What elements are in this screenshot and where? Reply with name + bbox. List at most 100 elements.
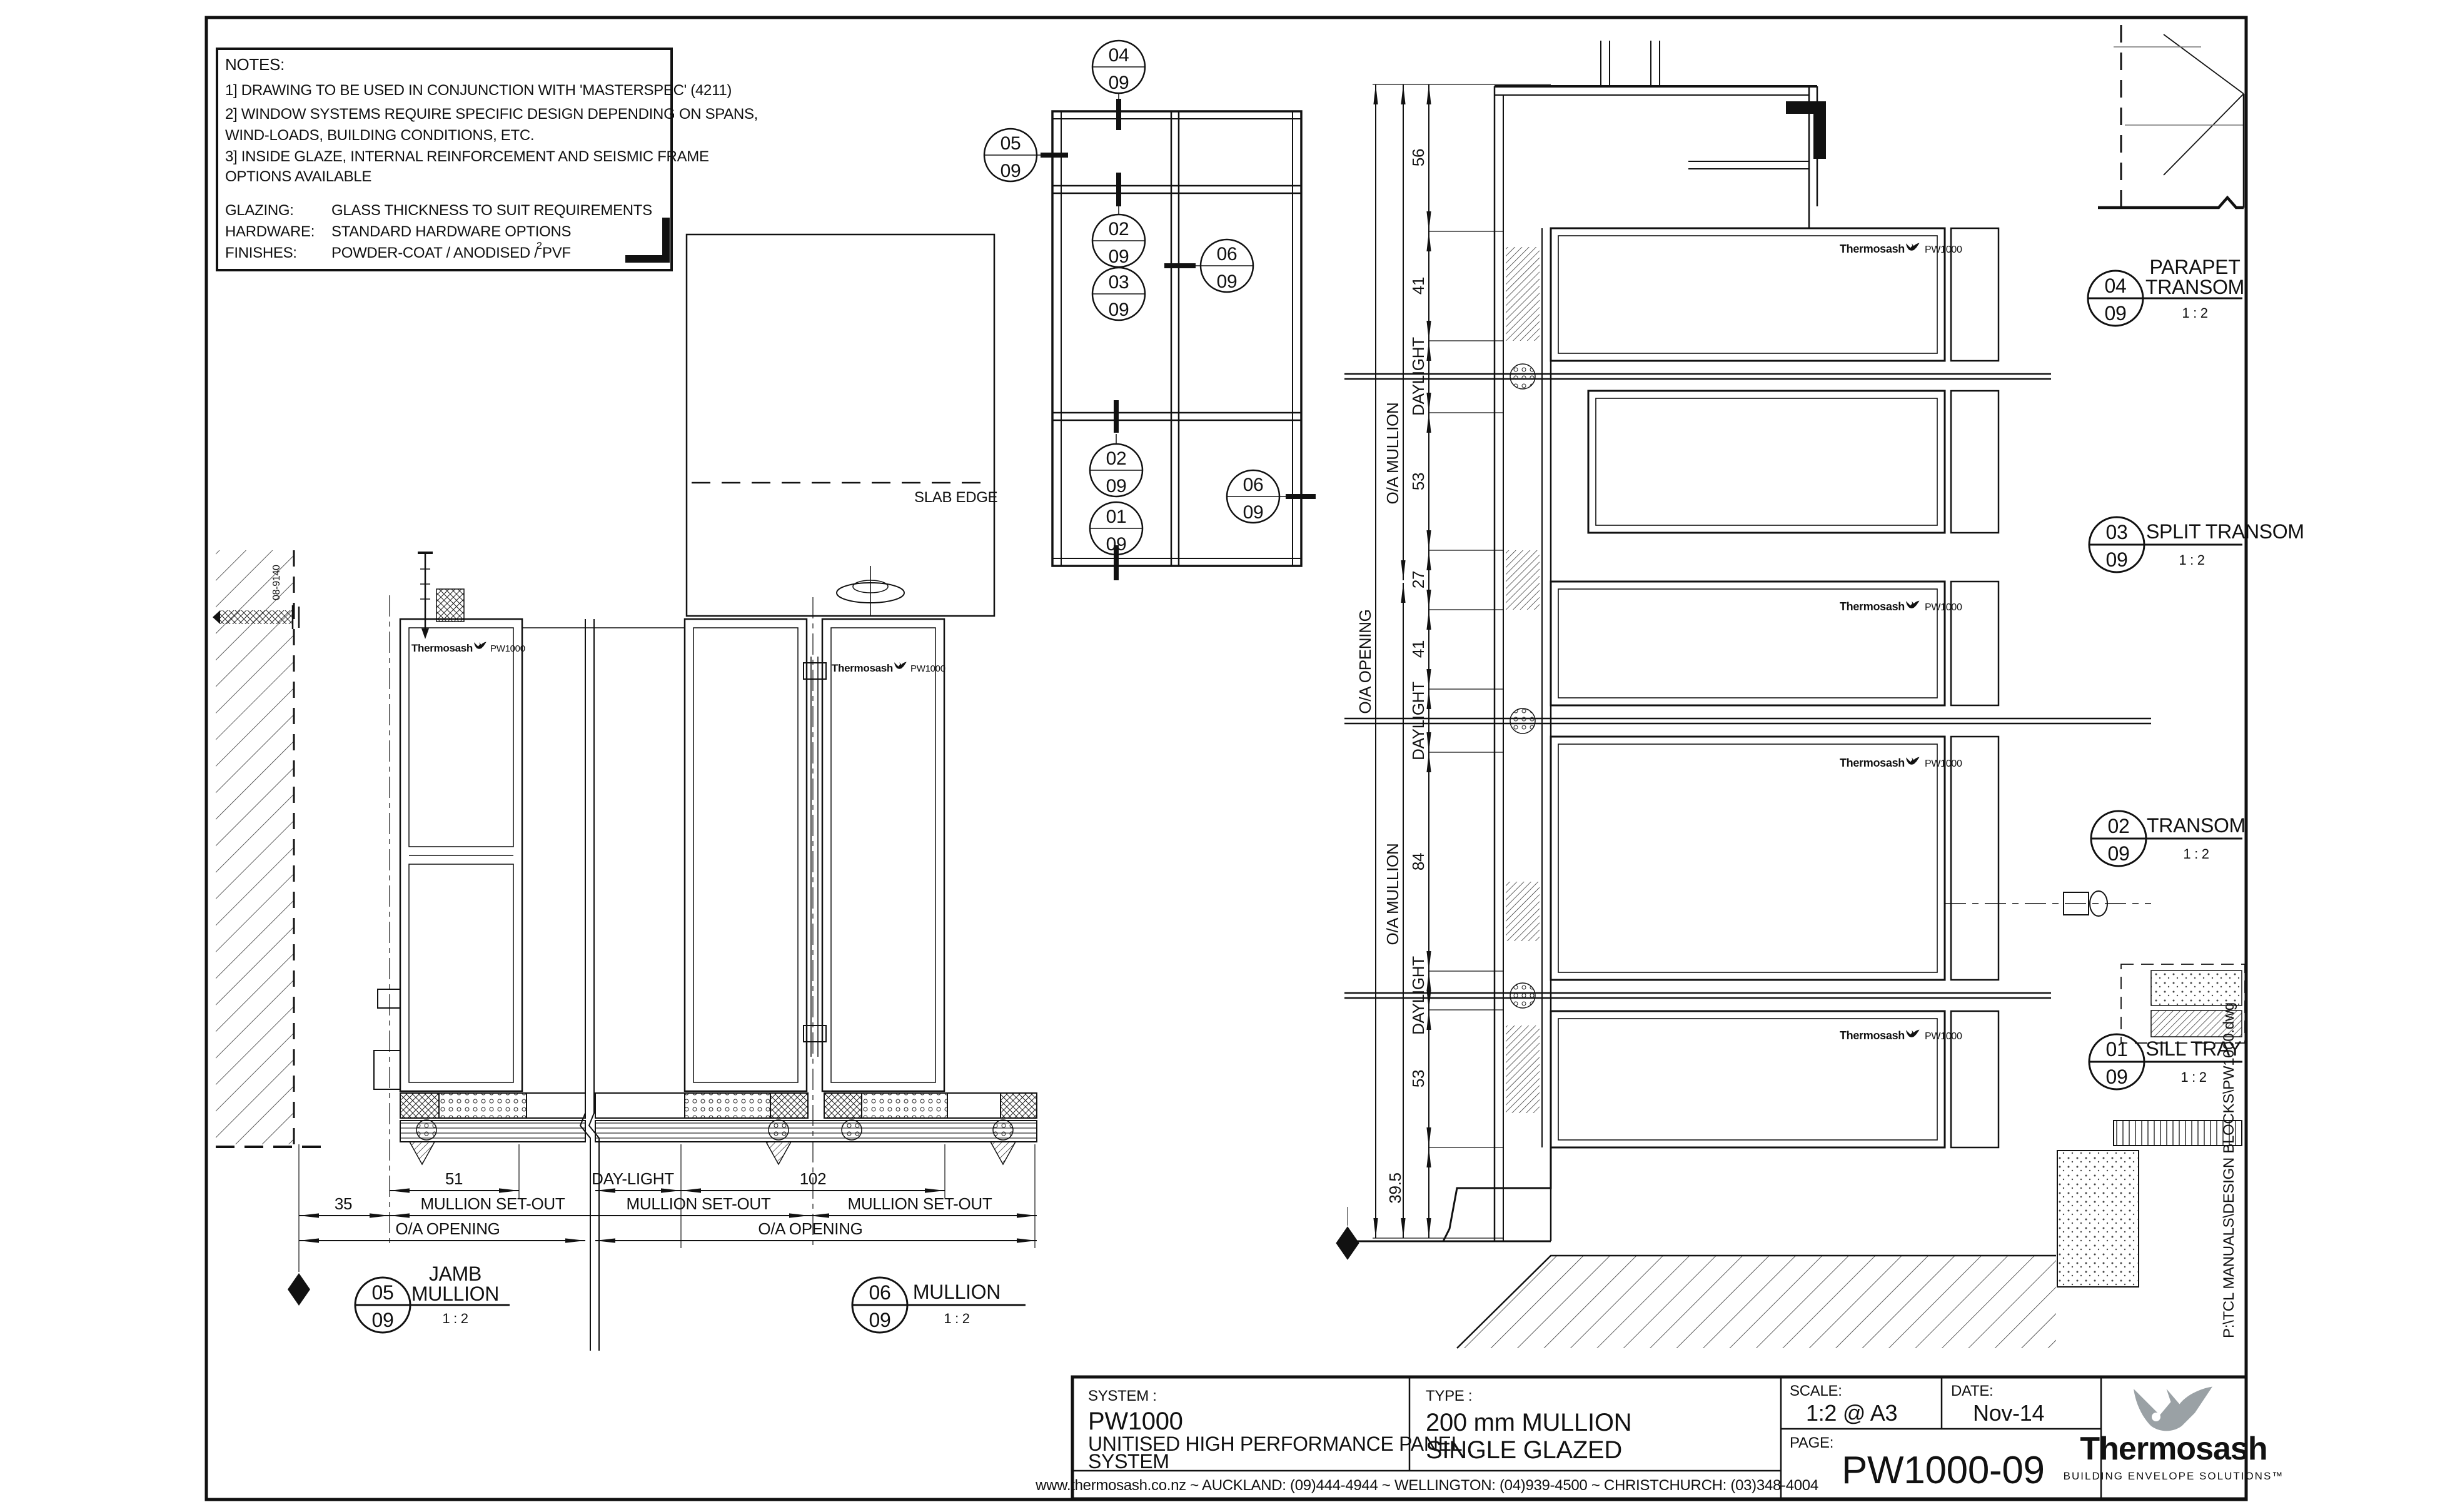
detail-title-sill-tray: 01 09 SILL TRAY 1 : 2 <box>2088 1033 2242 1091</box>
brand-name: Thermosash <box>832 662 893 674</box>
system-value: SYSTEM <box>1088 1450 1169 1473</box>
hardware-label: HARDWARE: <box>225 223 315 240</box>
notes-line: 1] DRAWING TO BE USED IN CONJUNCTION WIT… <box>225 82 732 99</box>
detail-sheet: 09 <box>869 1309 891 1331</box>
detail-title: SPLIT TRANSOM <box>2146 520 2304 543</box>
system-label: SYSTEM : <box>1088 1388 1157 1404</box>
notes-line: 2] WINDOW SYSTEMS REQUIRE SPECIFIC DESIG… <box>225 106 758 123</box>
dim-35: 35 <box>335 1194 352 1213</box>
datum-diamond <box>1336 1207 1359 1260</box>
detail-scale: 1 : 2 <box>2180 1069 2206 1085</box>
right-section: Thermosash PW1000 Thermosash PW1000 Ther… <box>1336 25 2246 1349</box>
finishes-superscript: 2 <box>537 241 542 251</box>
notes-line: OPTIONS AVAILABLE <box>225 168 371 185</box>
dim-51: 51 <box>445 1169 463 1188</box>
glazing-value: GLASS THICKNESS TO SUIT REQUIREMENTS <box>331 202 652 219</box>
thermosash-bird-icon <box>1906 757 1920 765</box>
detail-scale: 1 : 2 <box>944 1311 969 1326</box>
detail-title: PARAPET <box>2150 256 2241 278</box>
finishes-value: POWDER-COAT / ANODISED / PVF <box>331 244 571 261</box>
dim-mullion-setout: MULLION SET-OUT <box>848 1194 992 1213</box>
callout-number: 06 <box>1243 475 1264 495</box>
file-reference: P:\TCL MANUALS\DESIGN BLOCKS\PW1000.dwg <box>2221 1002 2237 1338</box>
dim-53: 53 <box>1409 473 1428 490</box>
notes-line: 3] INSIDE GLAZE, INTERNAL REINFORCEMENT … <box>225 148 709 165</box>
detail-title-jamb-mullion: 05 09 JAMB MULLION 1 : 2 <box>354 1263 510 1334</box>
callout-03-09: 03 09 <box>1091 266 1146 321</box>
thermosash-logo: Thermosash BUILDING ENVELOPE SOLUTIONS™ <box>2064 1386 2282 1482</box>
callout-sheet: 09 <box>1109 73 1129 93</box>
glazing-bands <box>400 1092 1037 1166</box>
dim-53: 53 <box>1409 1070 1428 1087</box>
brand-label-mullion: Thermosash PW1000 <box>832 662 945 674</box>
notes-line: WIND-LOADS, BUILDING CONDITIONS, ETC. <box>225 127 534 144</box>
brand-label-jamb: Thermosash PW1000 <box>411 642 525 654</box>
dim-oa-mullion: O/A MULLION <box>1383 844 1402 945</box>
dim-102: 102 <box>800 1169 826 1188</box>
detail-number: 06 <box>869 1281 891 1304</box>
dim-mullion-setout: MULLION SET-OUT <box>421 1194 565 1213</box>
brand-name: Thermosash <box>1840 1029 1905 1042</box>
jamb-mullion-detail: 08-9140 Thermosash PW1000 <box>213 550 685 1246</box>
detail-scale: 1 : 2 <box>2183 846 2209 862</box>
thermosash-bird-icon <box>1906 600 1920 608</box>
detail-scale: 1 : 2 <box>2179 552 2204 568</box>
detail-sheet: 09 <box>2106 1066 2128 1088</box>
dim-oa-opening: O/A OPENING <box>1356 609 1374 713</box>
thermosash-bird-icon <box>1906 1029 1920 1037</box>
callout-05-09: 05 09 <box>983 128 1038 183</box>
detail-title-parapet-transom: 04 09 PARAPET TRANSOM 1 : 2 <box>2087 256 2244 327</box>
brand-model: PW1000 <box>1925 759 1962 769</box>
dim-daylight: DAYLIGHT <box>1409 682 1428 760</box>
detail-title: TRANSOM <box>2145 276 2244 298</box>
callout-number: 06 <box>1217 244 1238 265</box>
dim-mullion-setout: MULLION SET-OUT <box>627 1194 771 1213</box>
page-label: PAGE: <box>1790 1434 1833 1451</box>
callout-number: 05 <box>1001 133 1021 154</box>
brand-model: PW1000 <box>490 643 525 654</box>
callout-number: 02 <box>1109 219 1129 239</box>
scale-value: 1:2 @ A3 <box>1806 1400 1897 1426</box>
dim-84: 84 <box>1409 853 1428 870</box>
finishes-label: FINISHES: <box>225 244 297 261</box>
detail-sheet: 09 <box>2105 302 2127 325</box>
detail-sheet: 09 <box>372 1309 394 1331</box>
brand-name: Thermosash <box>1840 757 1905 769</box>
dim-39-5: 39.5 <box>1386 1172 1404 1203</box>
keyplan-callouts: 04 09 05 09 02 09 03 09 06 09 02 09 <box>983 39 1281 556</box>
dim-41: 41 <box>1409 640 1428 658</box>
dim-oa-opening: O/A OPENING <box>395 1219 500 1238</box>
detail-scale: 1 : 2 <box>442 1311 468 1326</box>
detail-number: 03 <box>2106 521 2128 543</box>
callout-04-09: 04 09 <box>1091 39 1146 94</box>
dim-oa-mullion: O/A MULLION <box>1383 403 1402 505</box>
thermosash-bird-icon <box>894 662 907 669</box>
logo-wordmark: Thermosash <box>2080 1431 2267 1467</box>
detail-title: MULLION <box>913 1281 1001 1303</box>
scale-label: SCALE: <box>1790 1383 1842 1399</box>
callout-06b-09: 06 09 <box>1226 469 1281 524</box>
callout-sheet: 09 <box>1106 476 1127 496</box>
dim-daylight: DAYLIGHT <box>1409 337 1428 416</box>
brand-model: PW1000 <box>1925 244 1962 255</box>
thermosash-bird-icon <box>2134 1386 2212 1431</box>
detail-title-transom: 02 09 TRANSOM 1 : 2 <box>2090 810 2246 867</box>
detail-number: 05 <box>372 1281 394 1304</box>
slab-edge-label: SLAB EDGE <box>914 489 997 506</box>
key-plan <box>1037 93 1316 580</box>
break-lines <box>579 619 600 1351</box>
callout-sheet: 09 <box>1243 502 1264 523</box>
page-value: PW1000-09 <box>1842 1449 2045 1492</box>
glazing-label: GLAZING: <box>225 202 294 219</box>
callout-sheet: 09 <box>1106 534 1127 555</box>
type-label: TYPE : <box>1426 1388 1472 1404</box>
system-value: UNITISED HIGH PERFORMANCE PANEL <box>1088 1433 1462 1455</box>
callout-02b-09: 02 09 <box>1089 443 1144 498</box>
elevation-slab-edge: SLAB EDGE <box>625 218 998 617</box>
detail-title: JAMB <box>429 1263 481 1285</box>
anchor-ref: 08-9140 <box>271 565 282 600</box>
date-value: Nov-14 <box>1973 1400 2044 1426</box>
notes-title: NOTES: <box>225 55 285 74</box>
dim-56: 56 <box>1409 149 1428 166</box>
